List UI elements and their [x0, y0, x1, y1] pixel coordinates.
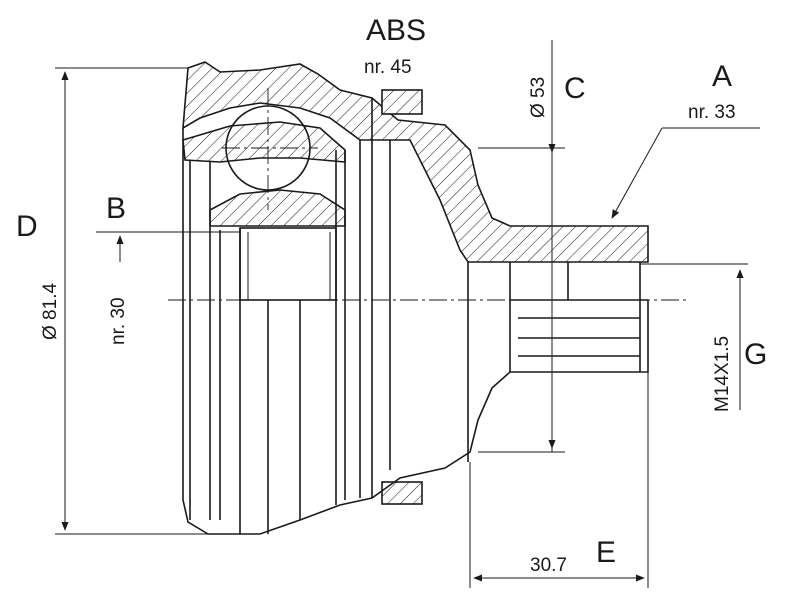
- label-g-thread: M14X1.5: [712, 336, 733, 412]
- label-a-teeth: nr. 33: [688, 102, 736, 123]
- label-b-teeth: nr. 30: [108, 297, 129, 345]
- dimension-b: [96, 231, 240, 262]
- label-b: B: [106, 192, 126, 225]
- label-d: D: [16, 210, 38, 243]
- label-g: G: [744, 338, 767, 371]
- label-c-dim: Ø 53: [528, 77, 549, 118]
- centre-lines: [168, 88, 690, 301]
- label-e-dim: 30.7: [530, 555, 567, 576]
- label-a: A: [712, 60, 732, 93]
- label-abs: ABS: [366, 14, 426, 47]
- label-abs-teeth: nr. 45: [364, 57, 412, 78]
- dimension-g: [640, 263, 748, 410]
- dimension-e: [469, 372, 649, 588]
- label-e: E: [596, 536, 616, 569]
- leader-a: [611, 127, 760, 219]
- dimension-c: [478, 40, 565, 453]
- label-d-dim: Ø 81.4: [40, 283, 61, 340]
- dimension-d: [55, 67, 208, 535]
- label-c: C: [564, 72, 586, 105]
- housing-outline: [182, 98, 649, 535]
- housing-section: [182, 61, 649, 505]
